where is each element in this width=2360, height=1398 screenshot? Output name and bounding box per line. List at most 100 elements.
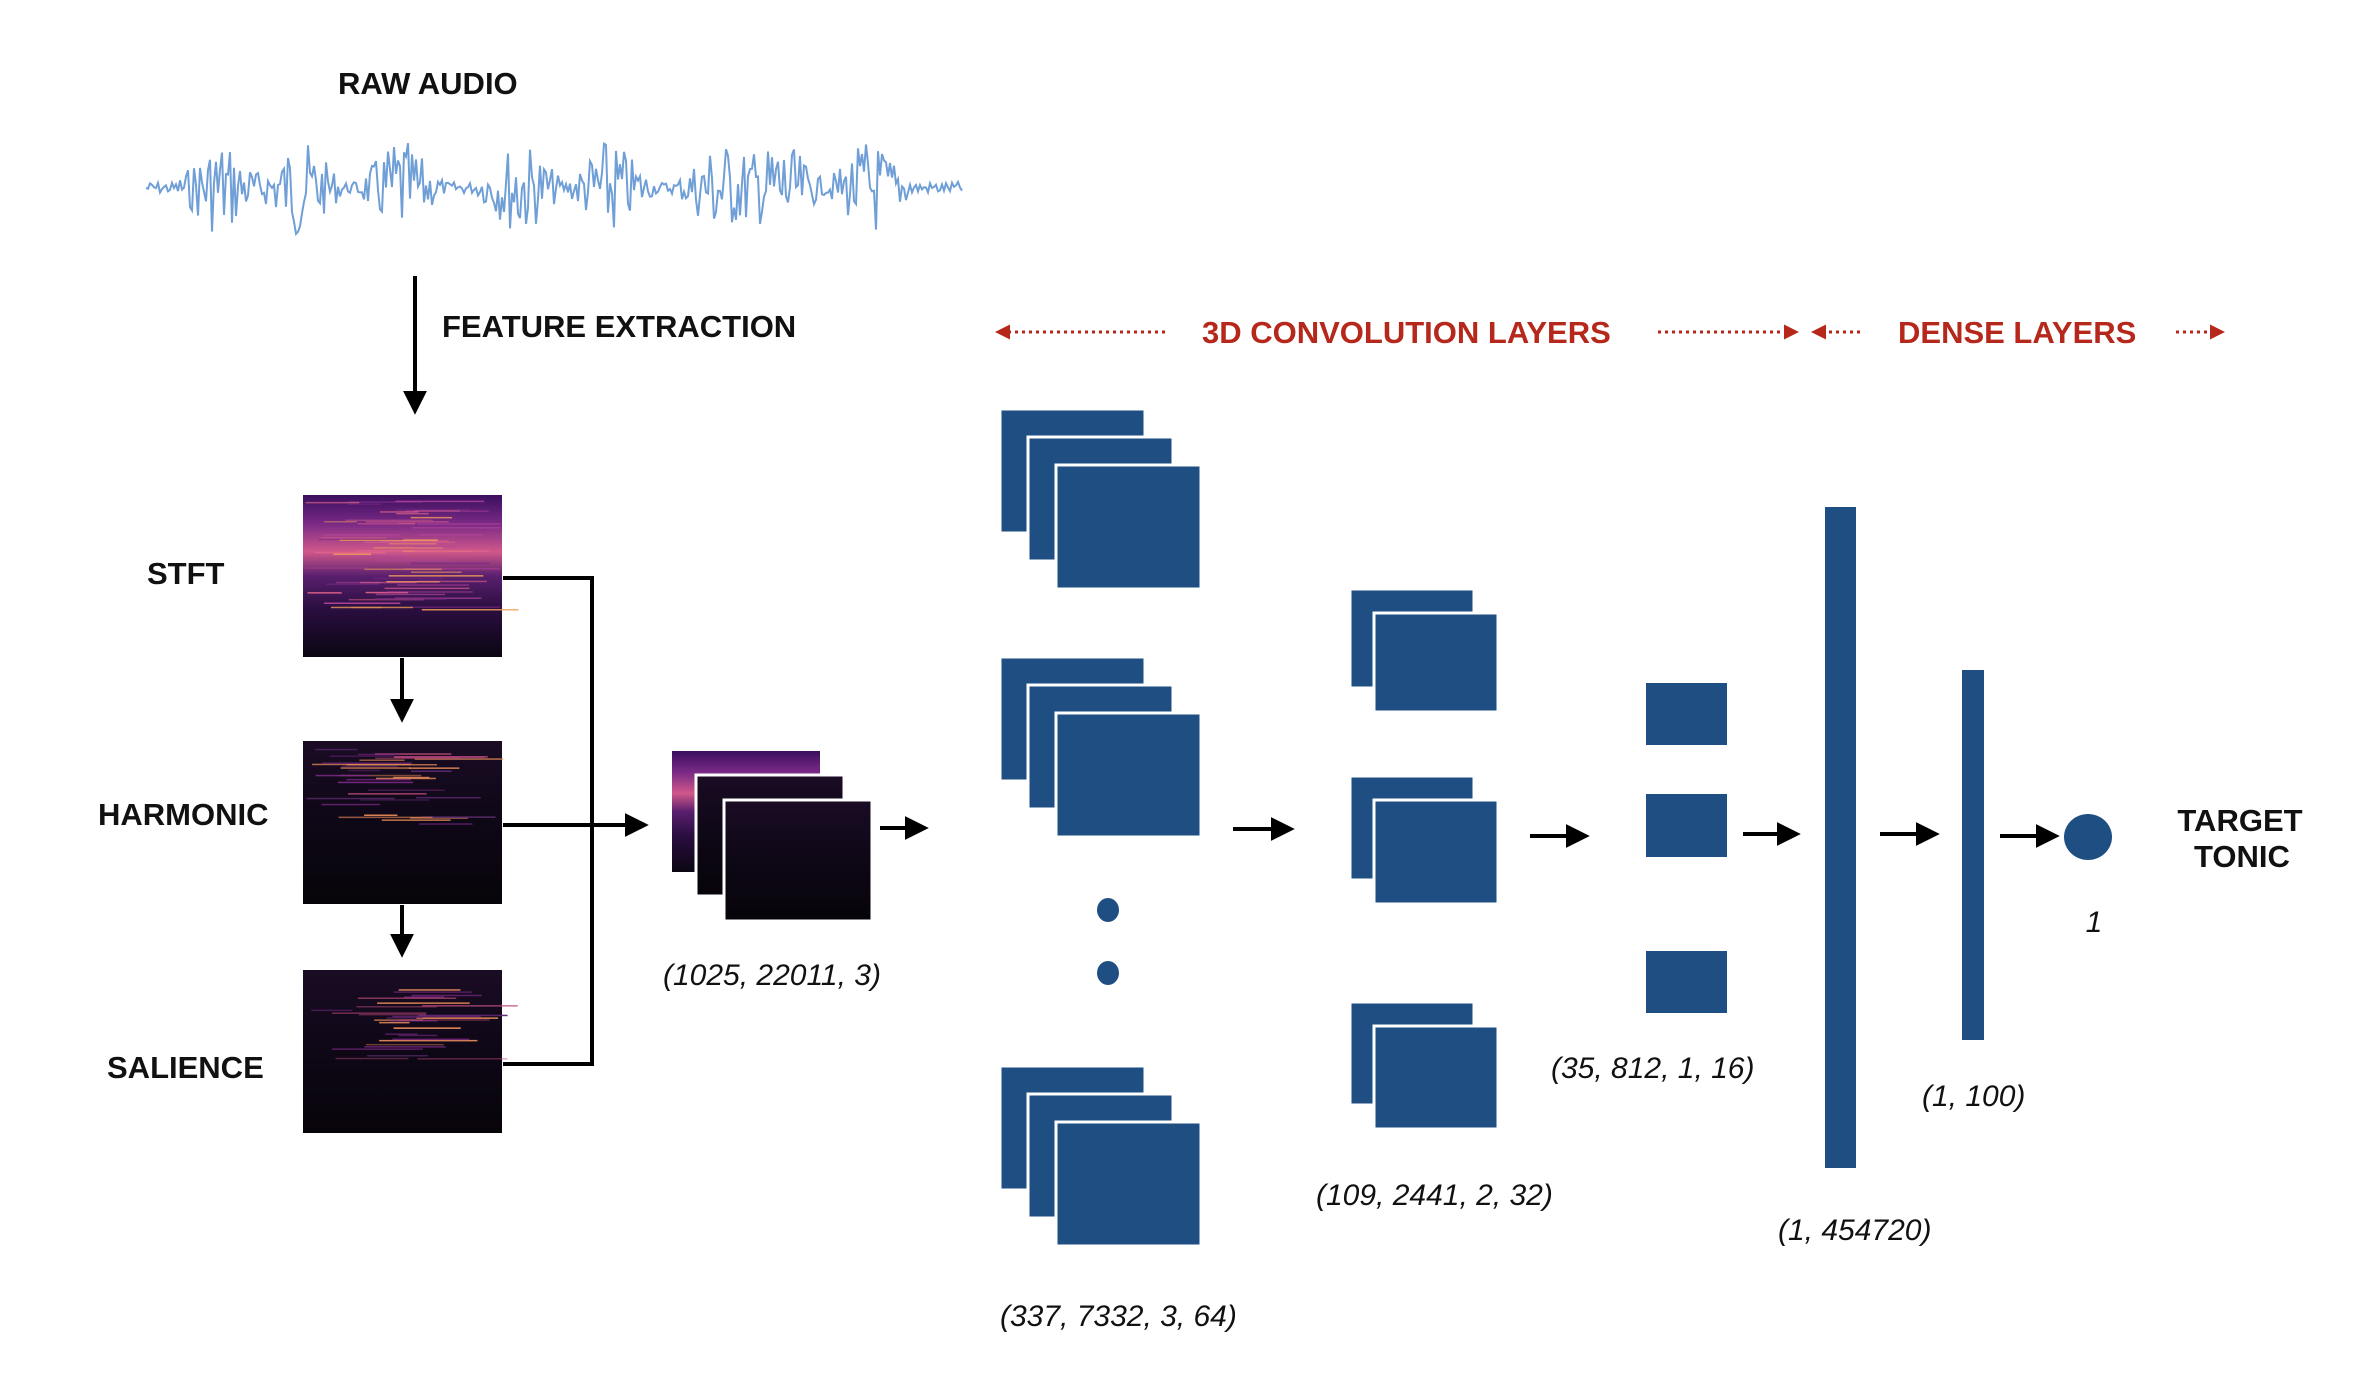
conv2-shape: (109, 2441, 2, 32) [1316,1179,1553,1212]
spectral-streak [324,521,357,523]
spectral-streak [346,778,412,781]
spectral-streak [346,764,437,766]
spectral-streak [396,509,471,511]
spectral-streak [416,1017,499,1019]
conv3-block-top [1646,683,1727,745]
dense-layer [1962,670,1984,1040]
spectral-streak [339,539,438,541]
spectral-streak [351,606,382,609]
spectral-streak [323,534,400,536]
spectral-streak [320,537,387,539]
spectral-streak [318,538,404,541]
spectral-streak [358,753,400,756]
spectral-streak [356,549,427,552]
spectral-streak [397,584,469,586]
spectral-streak [421,609,519,611]
spectral-streak [364,568,442,570]
spectral-streak [363,541,455,544]
spectral-streak [410,817,468,819]
output-node [2064,814,2112,860]
spectral-streak [348,769,380,772]
spectral-streak [399,1019,490,1021]
spectral-streak [358,1013,427,1016]
input-stack-shape: (1025, 22011, 3) [663,959,881,992]
spectral-streak [352,522,399,524]
spectral-streak [321,803,380,806]
spectral-streak [305,567,368,569]
waveform-icon [145,141,963,237]
spectral-streak [408,767,460,769]
conv2-stack-top [1348,587,1500,714]
spectral-streak [403,996,445,998]
spectral-streak [322,762,413,764]
spectral-streak [386,581,440,583]
spectral-streak [405,510,489,512]
spectral-streak [393,991,472,993]
spectral-streak [364,814,398,816]
spectral-streak [365,521,449,523]
spectral-streak [389,543,437,545]
spectral-streak [347,503,382,505]
spectral-streak [398,989,461,991]
stack-connector [503,576,594,1066]
stft-label: STFT [147,556,225,591]
spectral-streak [348,501,423,503]
spectral-streak [324,602,401,604]
spectral-streak [418,1014,508,1017]
spectral-streak [393,1027,461,1029]
spectral-streak [333,553,372,555]
spectral-streak [377,1002,470,1004]
stft-spectrogram [303,495,519,657]
spectral-streak [390,1020,438,1022]
spectral-streak [411,994,482,997]
spectral-streak [376,777,436,780]
spectral-streak [380,540,449,542]
spectral-streak [385,1033,418,1035]
spectral-streak [364,1046,446,1048]
spectral-streak [332,1012,427,1014]
flatten-shape: (1, 454720) [1778,1214,1931,1247]
conv1-stack-top [998,407,1203,591]
spectral-streak [366,1043,444,1046]
spectral-streak [416,796,481,799]
spectral-streak [348,793,427,795]
spectral-streak [393,776,430,779]
spectral-streak [417,1058,508,1060]
spectral-streak [393,756,488,758]
spectral-streak [411,770,452,772]
spectral-streak [367,789,445,791]
spectral-streak [315,748,358,751]
spectral-streak [414,550,490,552]
spectral-streak [342,765,398,768]
spectral-streak [410,516,453,519]
dense-section-label: DENSE LAYERS [1898,315,2136,350]
spectral-streak [338,816,433,819]
spectral-streak [380,511,419,513]
spectral-streak [374,559,450,561]
spectral-streak [315,774,370,777]
spectral-streak [419,823,473,825]
conv-section-label: 3D CONVOLUTION LAYERS [1202,315,1611,350]
conv1-stack-middle [998,655,1203,839]
spectral-streak [373,577,443,580]
spectral-streak [329,755,394,757]
spectral-streak [307,592,342,594]
spectral-streak [305,501,360,504]
feature-extraction-label: FEATURE EXTRACTION [442,309,796,344]
spectral-streak [357,522,416,525]
harmonic-spectrogram [303,741,504,904]
spectral-streak [373,547,443,549]
spectral-streak [396,512,429,515]
conv1-shape: (337, 7332, 3, 64) [1000,1300,1237,1333]
spectral-streak [417,523,501,525]
spectral-streak [375,598,447,600]
spectral-streak [386,1017,423,1019]
spectral-streak [381,819,451,821]
spectral-streak [384,587,470,590]
spectral-streak [392,1015,481,1018]
spectral-streak [392,1038,470,1041]
spectral-streak [326,583,379,585]
spectral-streak [340,767,411,769]
conv2-stack-bottom [1348,1000,1500,1131]
